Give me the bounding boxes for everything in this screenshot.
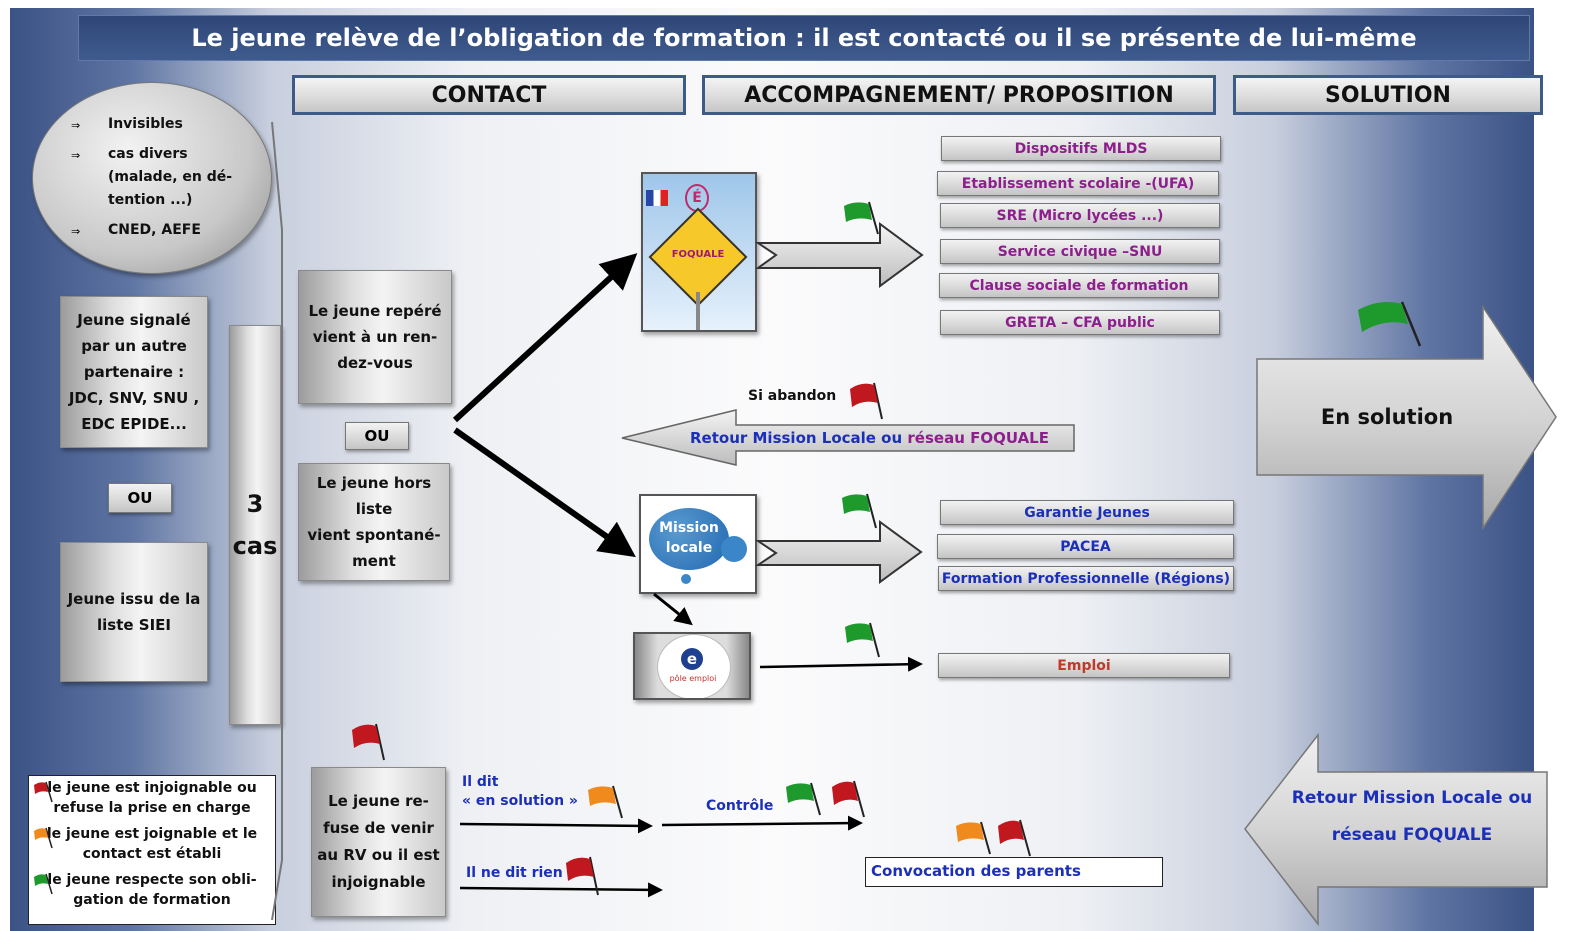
mission-locale-logo-text: Mission locale (649, 518, 729, 558)
pole-emploi-logo: e pôle emploi (633, 632, 751, 700)
ellipse-cas-divers-detail-2: tention ...) (108, 192, 193, 208)
si-abandon-label: Si abandon (748, 388, 837, 404)
mission-locale-word: Mission (659, 520, 719, 536)
option-pacea: PACEA (937, 534, 1234, 559)
retour-abandon-part2: réseau FOQUALE (907, 429, 1049, 447)
retour-abandon-part1: Retour Mission Locale ou (690, 429, 903, 447)
option-formation-professionnelle: Formation Professionnelle (Régions) (938, 566, 1234, 591)
mission-locale-bubble-icon (649, 508, 729, 570)
legend-red-line: refuse la prise en charge (53, 800, 251, 816)
option-sre: SRE (Micro lycées ...) (940, 203, 1220, 228)
header-contact: CONTACT (292, 75, 686, 115)
jeune-refuse-line: fuse de venir (323, 819, 434, 837)
option-etablissement-scolaire: Etablissement scolaire -(UFA) (937, 171, 1219, 196)
option-clause-sociale: Clause sociale de formation (939, 273, 1219, 298)
arrow-bullet-icon: ⇒ (71, 225, 81, 238)
option-garantie-jeunes: Garantie Jeunes (940, 500, 1234, 525)
ellipse-invisibles: Invisibles (108, 116, 183, 132)
ellipse-cned: CNED, AEFE (108, 222, 201, 238)
option-dispositifs-mlds: Dispositifs MLDS (941, 136, 1221, 161)
arrow-bullet-icon: ⇒ (71, 149, 81, 162)
jeune-repere-line: dez-vous (337, 354, 413, 372)
legend-green-line: le jeune respecte son obli- (47, 872, 257, 888)
retour-abandon-label: Retour Mission Locale ou réseau FOQUALE (690, 429, 1049, 447)
ellipse-cas-divers-detail: (malade, en dé- (108, 169, 233, 185)
il-dit-label-2: « en solution » (462, 793, 578, 809)
bubble-dot-icon (721, 536, 747, 562)
legend-orange-line: contact est établi (82, 846, 222, 862)
controle-label: Contrôle (706, 798, 774, 814)
convocation-parents-box: Convocation des parents (865, 857, 1163, 887)
pole-emploi-e-icon: e (681, 648, 703, 670)
jeune-signale-line: Jeune signalé (77, 311, 191, 329)
header-solution: SOLUTION (1233, 75, 1543, 115)
foquale-logo-text: FOQUALE (671, 249, 725, 260)
cases-ellipse: ⇒ Invisibles ⇒ cas divers (malade, en dé… (32, 82, 272, 274)
jeune-repere-box: Le jeune repéré vient à un ren- dez-vous (298, 270, 452, 404)
option-greta-cfa: GRETA – CFA public (940, 310, 1220, 335)
ou-left: OU (108, 483, 172, 513)
retour-right-label-1: Retour Mission Locale ou (1291, 788, 1533, 808)
jeune-siei-line: Jeune issu de la (67, 590, 201, 608)
jeune-signale-line: JDC, SNV, SNU , (68, 389, 200, 407)
jeune-signale-line: par un autre (81, 337, 187, 355)
ellipse-cas-divers: cas divers (108, 146, 188, 162)
jeune-repere-line: Le jeune repéré (308, 302, 442, 320)
arrow-bullet-icon: ⇒ (71, 119, 81, 132)
jeune-hors-liste-line: Le jeune hors (316, 474, 432, 492)
ou-middle: OU (345, 422, 409, 450)
foquale-logo: É FOQUALE (641, 172, 757, 332)
legend-red-line: le jeune est injoignable ou (47, 780, 257, 796)
diagram-title: Le jeune relève de l’obligation de forma… (78, 15, 1530, 61)
jeune-siei-box: Jeune issu de la liste SIEI (60, 542, 208, 682)
jeune-hors-liste-line: liste (355, 500, 393, 518)
flag-legend: le jeune est injoignable ou refuse la pr… (28, 775, 276, 925)
retour-right-label-2: réseau FOQUALE (1331, 825, 1493, 845)
option-emploi: Emploi (938, 653, 1230, 678)
three-cases-label: cas (232, 532, 278, 560)
sign-post (696, 292, 700, 330)
french-flag-icon (646, 190, 668, 206)
option-service-civique: Service civique –SNU (940, 239, 1220, 264)
jeune-refuse-line: au RV ou il est (317, 846, 440, 864)
jeune-refuse-box: Le jeune re- fuse de venir au RV ou il e… (311, 767, 446, 917)
jeune-siei-line: liste SIEI (97, 616, 171, 634)
three-cases-bar: 3 cas (229, 325, 281, 725)
jeune-hors-liste-line: vient spontané- (307, 526, 441, 544)
jeune-hors-liste-box: Le jeune hors liste vient spontané- ment (298, 463, 450, 581)
jeune-refuse-line: Le jeune re- (328, 792, 429, 810)
mission-locale-word: locale (665, 540, 713, 556)
il-dit-label: Il dit (462, 774, 499, 790)
legend-orange-line: le jeune est joignable et le (46, 826, 258, 842)
three-cases-number: 3 (246, 490, 264, 518)
en-solution-label: En solution (1320, 405, 1454, 429)
il-ne-dit-rien-label: Il ne dit rien (466, 865, 563, 881)
bubble-dot-icon (681, 574, 691, 584)
mission-locale-logo: Mission locale (639, 494, 757, 594)
jeune-signale-line: partenaire : (83, 363, 185, 381)
pole-emploi-logo-text: pôle emploi (669, 674, 717, 683)
legend-green-line: gation de formation (73, 892, 231, 908)
jeune-repere-line: vient à un ren- (312, 328, 438, 346)
jeune-refuse-line: injoignable (331, 873, 426, 891)
jeune-signale-box: Jeune signalé par un autre partenaire : … (60, 296, 208, 448)
jeune-hors-liste-line: ment (352, 552, 396, 570)
jeune-signale-line: EDC EPIDE... (81, 415, 187, 433)
header-accompagnement: ACCOMPAGNEMENT/ PROPOSITION (702, 75, 1216, 115)
